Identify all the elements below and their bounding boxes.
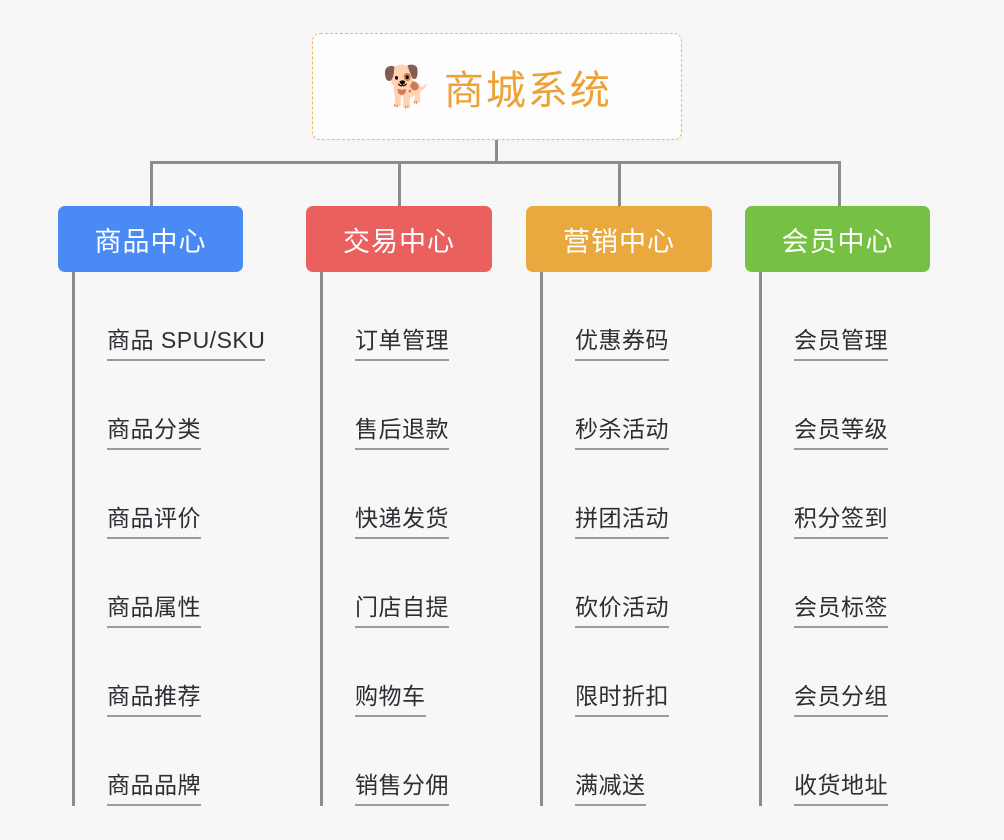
category-label: 商品中心 — [94, 226, 207, 257]
leaf-item[interactable]: 满减送 — [543, 717, 712, 806]
leaf-item-label: 订单管理 — [355, 321, 449, 361]
root-title: 商城系统 — [443, 68, 612, 113]
category-label: 交易中心 — [343, 226, 455, 257]
connector-root-stem — [495, 140, 498, 163]
leaf-item-label: 拼团活动 — [575, 499, 669, 539]
category-label: 会员中心 — [781, 226, 894, 257]
leaf-item[interactable]: 秒杀活动 — [543, 361, 712, 450]
leaf-item-label: 砍价活动 — [575, 588, 669, 628]
leaf-item-label: 会员等级 — [794, 410, 888, 450]
shiba-dog-face-icon: 🐕 — [382, 64, 432, 109]
leaf-item[interactable]: 优惠券码 — [543, 272, 712, 361]
leaf-item-label: 商品品牌 — [107, 766, 201, 806]
leaf-list-trade-center: 订单管理售后退款快递发货门店自提购物车销售分佣 — [320, 272, 492, 806]
leaf-item[interactable]: 会员管理 — [762, 272, 930, 361]
leaf-item[interactable]: 商品评价 — [75, 450, 243, 539]
leaf-item-label: 收货地址 — [794, 766, 888, 806]
leaf-item-label: 会员分组 — [794, 677, 888, 717]
leaf-item[interactable]: 会员等级 — [762, 361, 930, 450]
category-column-trade-center: 交易中心订单管理售后退款快递发货门店自提购物车销售分佣 — [306, 206, 492, 806]
leaf-list-product-center: 商品 SPU/SKU 商品分类商品评价商品属性商品推荐商品品牌 — [72, 272, 266, 806]
leaf-item-label: 商品分类 — [107, 410, 201, 450]
category-column-product-center: 商品中心商品 SPU/SKU 商品分类商品评价商品属性商品推荐商品品牌 — [58, 206, 266, 806]
leaf-item[interactable]: 购物车 — [323, 628, 492, 717]
leaf-item-label: 限时折扣 — [575, 677, 669, 717]
connector-drop-marketing-center — [618, 161, 621, 207]
root-node[interactable]: 🐕 商城系统 — [312, 33, 682, 140]
leaf-item-label: 商品评价 — [107, 499, 201, 539]
leaf-item-label: 会员标签 — [794, 588, 888, 628]
leaf-item[interactable]: 订单管理 — [323, 272, 492, 361]
leaf-item[interactable]: 商品品牌 — [75, 717, 243, 806]
category-label: 营销中心 — [563, 226, 675, 257]
category-header-trade-center[interactable]: 交易中心 — [306, 206, 492, 272]
leaf-item[interactable]: 门店自提 — [323, 539, 492, 628]
leaf-item[interactable]: 商品推荐 — [75, 628, 243, 717]
leaf-item-label: 积分签到 — [794, 499, 888, 539]
leaf-item-label: 商品推荐 — [107, 677, 201, 717]
leaf-item-label: 购物车 — [355, 677, 426, 717]
leaf-item-label: 销售分佣 — [355, 766, 449, 806]
leaf-item-label: 商品 SPU/SKU — [107, 321, 266, 361]
leaf-item-label: 售后退款 — [355, 410, 449, 450]
leaf-list-marketing-center: 优惠券码秒杀活动拼团活动砍价活动限时折扣满减送 — [540, 272, 712, 806]
leaf-item[interactable]: 快递发货 — [323, 450, 492, 539]
leaf-item-label: 优惠券码 — [575, 321, 669, 361]
leaf-item[interactable]: 商品属性 — [75, 539, 243, 628]
category-column-marketing-center: 营销中心优惠券码秒杀活动拼团活动砍价活动限时折扣满减送 — [526, 206, 712, 806]
category-header-product-center[interactable]: 商品中心 — [58, 206, 243, 272]
leaf-item[interactable]: 会员分组 — [762, 628, 930, 717]
connector-horizontal-bus — [150, 161, 841, 164]
connector-drop-product-center — [150, 161, 153, 207]
leaf-item[interactable]: 拼团活动 — [543, 450, 712, 539]
leaf-item-label: 门店自提 — [355, 588, 449, 628]
leaf-item[interactable]: 砍价活动 — [543, 539, 712, 628]
leaf-item-label: 会员管理 — [794, 321, 888, 361]
leaf-item-label: 快递发货 — [355, 499, 449, 539]
category-header-marketing-center[interactable]: 营销中心 — [526, 206, 712, 272]
leaf-list-member-center: 会员管理会员等级积分签到会员标签会员分组收货地址 — [759, 272, 930, 806]
leaf-item[interactable]: 商品 SPU/SKU — [75, 272, 266, 361]
leaf-item-label: 满减送 — [575, 766, 646, 806]
leaf-item[interactable]: 积分签到 — [762, 450, 930, 539]
leaf-item[interactable]: 销售分佣 — [323, 717, 492, 806]
leaf-item[interactable]: 收货地址 — [762, 717, 930, 806]
connector-drop-trade-center — [398, 161, 401, 207]
leaf-item-label: 商品属性 — [107, 588, 201, 628]
category-column-member-center: 会员中心会员管理会员等级积分签到会员标签会员分组收货地址 — [745, 206, 930, 806]
leaf-item[interactable]: 限时折扣 — [543, 628, 712, 717]
leaf-item[interactable]: 商品分类 — [75, 361, 243, 450]
leaf-item[interactable]: 售后退款 — [323, 361, 492, 450]
leaf-item-label: 秒杀活动 — [575, 410, 669, 450]
connector-drop-member-center — [838, 161, 841, 207]
category-header-member-center[interactable]: 会员中心 — [745, 206, 930, 272]
leaf-item[interactable]: 会员标签 — [762, 539, 930, 628]
